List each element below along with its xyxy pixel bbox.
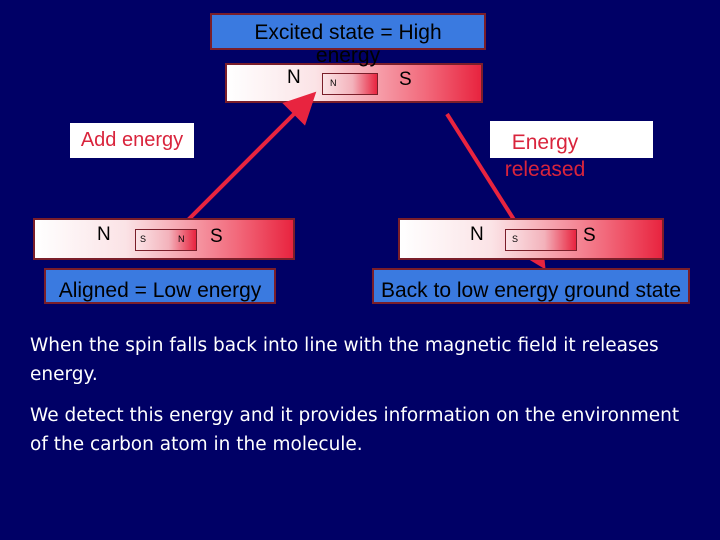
top-spin-pole: N	[330, 78, 337, 88]
add-energy-label: Add energy	[80, 129, 184, 151]
top-spin-magnet	[322, 73, 378, 95]
right-magnet-pole-s: S	[583, 225, 596, 246]
energy-released-label: Energy released	[504, 131, 586, 181]
paragraph-spin-release: When the spin falls back into line with …	[30, 335, 659, 385]
top-magnet	[225, 63, 483, 103]
top-magnet-pole-n: N	[287, 67, 301, 88]
right-magnet	[398, 218, 664, 260]
right-magnet-pole-n: N	[470, 224, 484, 245]
left-spin-pole-s: S	[140, 234, 147, 244]
aligned-label: Aligned = Low energy	[58, 279, 262, 302]
left-magnet-pole-n: N	[97, 224, 111, 245]
left-spin-pole-n: N	[178, 234, 185, 244]
ground-state-label: Back to low energy ground state	[380, 279, 681, 302]
excited-state-label: Excited state = High energy	[254, 21, 442, 67]
ground-state-label-box	[372, 268, 690, 304]
right-spin-pole: S	[512, 234, 519, 244]
top-magnet-pole-s: S	[399, 69, 412, 90]
add-energy-label-box	[70, 123, 194, 158]
aligned-label-box	[44, 268, 276, 304]
left-spin-magnet	[135, 229, 197, 251]
energy-released-label-box	[490, 121, 653, 158]
left-magnet-pole-s: S	[210, 226, 223, 247]
right-spin-magnet	[505, 229, 577, 251]
paragraph-detection: We detect this energy and it provides in…	[30, 405, 680, 455]
excited-state-label-box	[210, 13, 486, 50]
